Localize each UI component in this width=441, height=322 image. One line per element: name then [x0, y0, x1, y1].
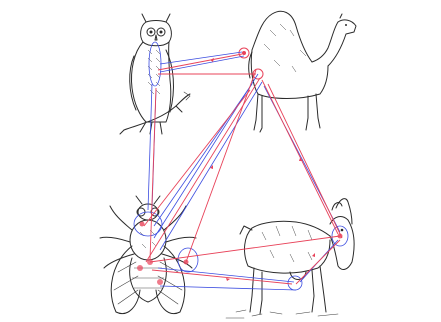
fly-icon — [99, 195, 197, 314]
blue-correspondence-lines — [147, 51, 341, 291]
red-correspondence-lines — [143, 53, 343, 285]
camel-icon — [248, 10, 357, 133]
goat-icon — [225, 198, 355, 319]
highlight-markers — [133, 41, 349, 291]
arrow-markers — [210, 58, 315, 281]
